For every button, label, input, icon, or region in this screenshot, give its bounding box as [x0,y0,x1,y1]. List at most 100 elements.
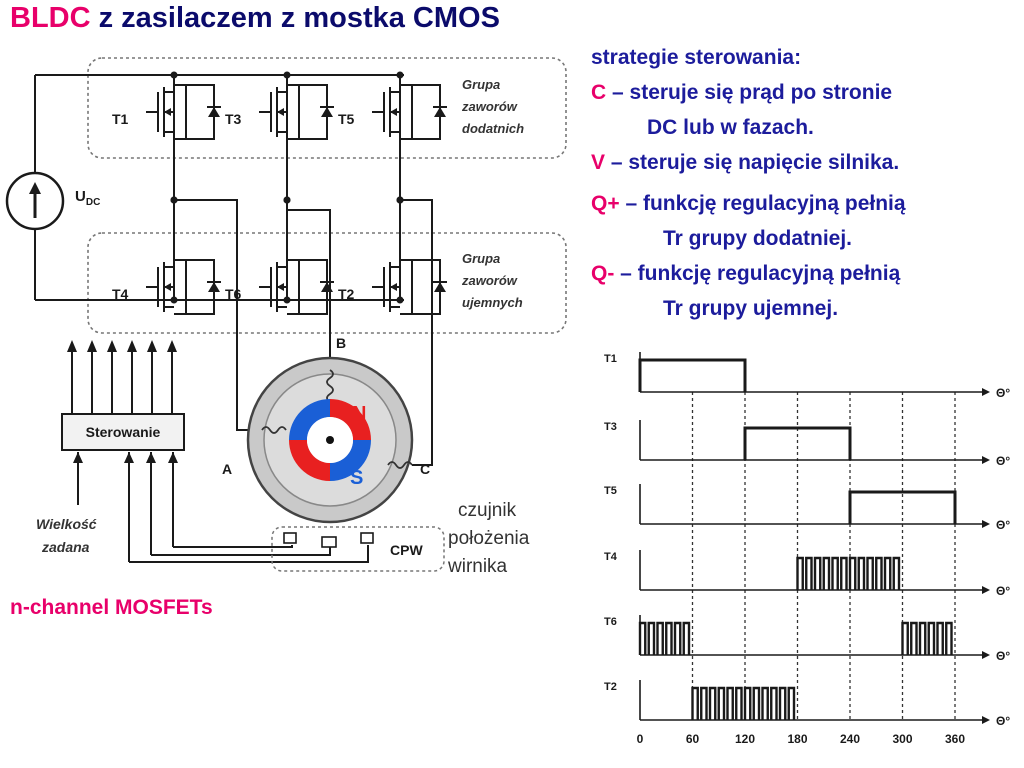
transistor-t1: T1 [112,84,221,140]
transistor-label: T6 [225,286,242,302]
x-tick-label: 0 [637,732,644,746]
transistor-t3: T3 [225,84,334,140]
transistor-label: T4 [112,286,129,302]
pole-s: S [350,467,363,489]
theta-label: Θ° [996,649,1010,663]
mosfet-note: n-channel MOSFETs [10,596,213,619]
pulse [743,426,852,460]
x-tick-label: 300 [892,732,912,746]
phase-b-wire [286,200,331,370]
transistor-t5: T5 [338,84,447,140]
phase-b-label: B [336,335,346,351]
group-positive-line1: Grupa [462,77,500,92]
strategy-c: C – steruje się prąd po stronie [591,75,1021,110]
strategy-text: – funkcję regulacyjną pełnią [614,262,901,285]
axis-arrow [982,456,990,464]
pwm-burst [691,686,796,720]
transistor-label: T1 [112,111,129,127]
control-strategies: strategie sterowania: C – steruje się pr… [591,40,1021,326]
cpw-label: CPW [390,542,423,558]
strategy-text: – steruje się prąd po stronie [606,81,893,104]
axis-arrow [982,388,990,396]
signal-label: T3 [604,421,617,433]
axis-arrow [982,520,990,528]
junction-dot [283,196,291,204]
title-text: z zasilaczem z mostka CMOS [90,2,500,34]
signal-t1: T1Θ° [604,352,1010,400]
strategy-key: Q- [591,262,615,285]
winding-c [387,461,413,469]
signal-label: T2 [604,681,617,693]
junction-dot [283,71,291,79]
sensor-line1: czujnik [458,500,517,521]
axis-arrow [982,716,990,724]
transistor-label: T2 [338,286,355,302]
phase-c-wire [400,199,433,466]
winding-b [326,369,334,403]
group-positive-line2: zaworów [461,99,518,114]
strategy-text: – funkcję regulacyjną pełnią [619,192,906,215]
theta-label: Θ° [996,386,1010,400]
transistor-label: T3 [225,111,242,127]
x-tick-label: 120 [735,732,755,746]
phase-a-label: A [222,461,232,477]
signal-t6: T6Θ° [604,615,1010,663]
strategy-key: Q+ [591,192,620,215]
cpw-box [271,526,445,572]
x-tick-label: 360 [945,732,965,746]
pwm-burst [901,621,953,655]
group-negative-line3: ujemnych [462,295,523,310]
theta-label: Θ° [996,584,1010,598]
junction-dot [170,196,178,204]
negative-group-box [87,232,567,334]
strategy-q-plus: Q+ – funkcję regulacyjną pełnią [591,186,1021,221]
positive-group-box [87,57,567,159]
theta-label: Θ° [996,518,1010,532]
junction-dot [283,296,291,304]
winding-a [261,426,287,434]
theta-label: Θ° [996,454,1010,468]
rotor [289,399,371,481]
transistor-t6: T6 [225,259,334,315]
signal-label: T4 [604,551,618,563]
junction-dot [396,296,404,304]
control-label: Sterowanie [86,424,161,440]
strategy-v: V – steruje się napięcie silnika. [591,145,1021,180]
group-negative-line2: zaworów [461,273,518,288]
signal-label: T6 [604,616,617,628]
junction-dot [170,71,178,79]
x-tick-label: 60 [686,732,700,746]
strategy-key: V [591,151,606,174]
x-tick-label: 180 [787,732,807,746]
sensor-line3: wirnika [447,556,508,577]
transistor-t2: T2 [338,259,447,315]
pwm-burst [796,556,901,590]
sensor-line2: położenia [448,528,530,549]
phase-c-label: C [420,461,430,477]
signal-t3: T3Θ° [604,420,1010,468]
group-negative-line1: Grupa [462,251,500,266]
pulse [638,358,747,392]
setpoint-line1: Wielkość [36,516,97,532]
title-keyword: BLDC [10,2,91,34]
setpoint-line2: zadana [41,539,90,555]
slide-title: BLDC z zasilaczem z mostka CMOS [10,2,500,35]
theta-label: Θ° [996,714,1010,728]
pulse [848,490,957,524]
signal-t2: T2Θ° [604,680,1010,728]
strategy-q-minus-cont: Tr grupy ujemnej. [663,297,839,320]
x-tick-label: 240 [840,732,860,746]
strategy-text: – steruje się napięcie silnika. [605,151,900,174]
signal-label: T5 [604,485,617,497]
group-positive-line3: dodatnich [462,121,524,136]
signal-t4: T4Θ° [604,550,1010,598]
strategy-q-plus-cont: Tr grupy dodatniej. [663,227,853,250]
junction-dot [396,196,404,204]
transistor-t4: T4 [112,259,221,315]
junction-dot [396,71,404,79]
pwm-burst [638,621,691,655]
strategy-key: C [591,81,607,104]
axis-arrow [982,651,990,659]
